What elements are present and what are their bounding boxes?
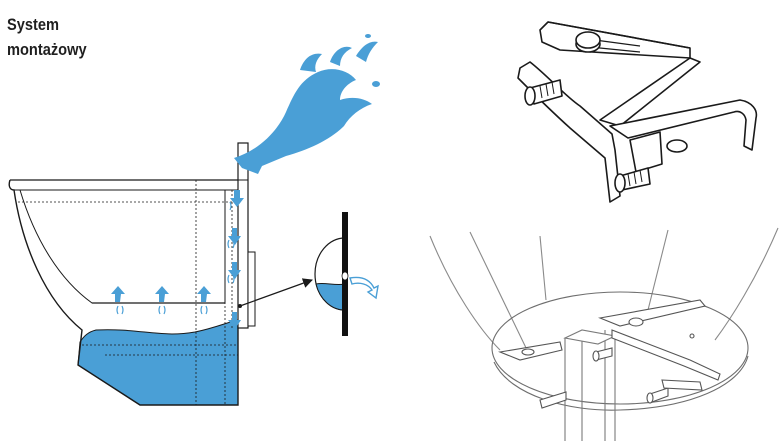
detail-pointer-line <box>239 278 313 307</box>
water-flow-arrow-icon <box>227 190 244 334</box>
installed-assembly <box>429 227 779 441</box>
water-rise-arrow-icon <box>111 286 211 315</box>
water-reservoir <box>77 319 239 406</box>
mounting-bracket-closeup <box>517 21 758 203</box>
tank-cross-section <box>8 34 380 406</box>
tank-outline <box>8 179 239 406</box>
mounting-post <box>237 142 249 329</box>
page-title: System montażowy <box>7 12 119 62</box>
overflow-detail <box>314 212 379 336</box>
water-overflow-arrow-icon <box>349 276 379 300</box>
inner-bowl <box>19 189 226 304</box>
title-line-2: montażowy <box>7 40 87 59</box>
title-line-1: System <box>7 15 60 34</box>
water-splash-icon <box>234 34 380 174</box>
